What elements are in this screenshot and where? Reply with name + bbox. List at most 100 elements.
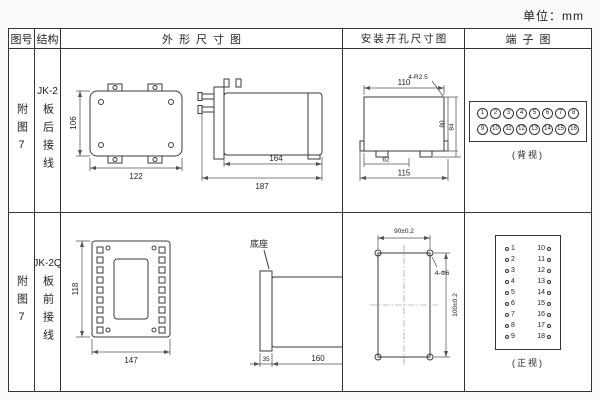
terminal-cell-jk2: 1 2 3 4 5 6 7 8 9 10 11 12 13 14 15: [465, 49, 591, 213]
dim-inner-width-label: 62: [382, 156, 390, 163]
terminal-pair: 7 16: [505, 310, 551, 319]
terminal-pair: 5 14: [505, 288, 551, 297]
terminal-box-rear: 1 2 3 4 5 6 7 8 9 10 11 12 13 14 15: [469, 100, 587, 142]
header-fig-no: 图号: [9, 29, 35, 49]
dim-body-depth-label: 160: [311, 354, 325, 363]
side-dimension-lines: [249, 353, 342, 367]
terminal-dot: [505, 301, 509, 306]
terminal-num: 6: [542, 107, 553, 119]
terminal-num: 1: [477, 107, 488, 119]
terminal-dot: [505, 312, 509, 317]
dim-width-label: 147: [124, 356, 138, 365]
terminal-num: 15: [537, 300, 545, 307]
terminal-num: 7: [511, 311, 515, 318]
terminal-num: 16: [568, 123, 579, 135]
side-dimension-lines: [201, 113, 322, 181]
terminal-num: 2: [511, 256, 515, 263]
terminal-dot: [505, 257, 509, 262]
terminal-dot: [505, 323, 509, 328]
terminal-dot: [547, 323, 551, 328]
header-cutout: 安装开孔尺寸图: [343, 29, 465, 49]
terminal-pair: 3 12: [505, 266, 551, 275]
dim-total-depth-label: 187: [255, 182, 269, 191]
terminal-dot: [505, 246, 509, 251]
front-view: [89, 83, 182, 163]
outline-drawing-jk2: 106 122: [69, 78, 322, 191]
side-view: [197, 78, 322, 159]
fig-no-jk2q: 附图7: [9, 213, 35, 391]
cutout-drawing-jk2: 110 4-R2.5 80 84 62 115: [359, 74, 461, 181]
terminal-box-front: 1 10 2 11 3 12 4 13 5 14: [495, 235, 561, 350]
terminal-num: 8: [511, 322, 515, 329]
terminal-dot: [505, 334, 509, 339]
terminal-num: 13: [537, 278, 545, 285]
dim-base-depth-label: 35: [262, 356, 270, 363]
structure-jk2q: JK-2Q 板前接线: [35, 213, 61, 391]
terminal-num: 9: [511, 333, 515, 340]
terminal-num: 3: [511, 267, 515, 274]
fig-no-label: 附图7: [15, 103, 28, 158]
fig-no-label: 附图7: [15, 274, 28, 330]
terminal-num: 1: [511, 245, 515, 252]
terminal-num: 11: [503, 123, 514, 135]
terminal-num: 6: [511, 300, 515, 307]
terminal-dot: [547, 334, 551, 339]
terminal-dot: [547, 246, 551, 251]
header-structure: 结构: [35, 29, 61, 49]
terminal-dot: [547, 268, 551, 273]
terminal-num: 10: [490, 123, 501, 135]
terminal-cell-jk2q: 1 10 2 11 3 12 4 13 5 14: [465, 213, 591, 391]
terminal-num: 18: [537, 333, 545, 340]
terminal-pair: 6 15: [505, 299, 551, 308]
terminal-dot: [547, 279, 551, 284]
terminal-num: 4: [511, 278, 515, 285]
terminal-pair: 9 18: [505, 332, 551, 341]
terminal-dot: [547, 312, 551, 317]
terminal-num: 17: [537, 322, 545, 329]
terminal-num: 15: [555, 123, 566, 135]
cutout-cell-jk2q: 90±0.2 4-Φ6 100±0.2: [343, 213, 465, 391]
terminal-num: 12: [516, 123, 527, 135]
terminal-dot: [547, 257, 551, 262]
base-label: 底座: [250, 238, 268, 249]
terminal-caption-front: (正视): [512, 357, 544, 368]
dim-inner-depth-label: 164: [269, 154, 283, 163]
terminal-num: 2: [490, 107, 501, 119]
terminal-dot: [505, 279, 509, 284]
structure-jk2: JK-2 板后接线: [35, 49, 61, 213]
terminal-dot: [547, 290, 551, 295]
cutout-shape: [359, 96, 448, 157]
dim-height-label: 106: [69, 115, 78, 129]
terminal-pair: 8 17: [505, 321, 551, 330]
drawing-table: 图号 结构 外形尺寸图 安装开孔尺寸图 端子图 附图7 JK-2 板后接线: [8, 28, 592, 392]
model-label: JK-2: [37, 86, 58, 97]
dim-total-width-label: 115: [397, 168, 410, 177]
dim-height-label: 118: [71, 282, 80, 295]
terminal-caption-rear: (背视): [512, 149, 544, 160]
terminal-num: 5: [511, 289, 515, 296]
terminal-dot: [505, 268, 509, 273]
cutout-dimension-lines: [377, 235, 450, 358]
corner-radius-note: 4-R2.5: [408, 74, 428, 81]
header-outline: 外形尺寸图: [61, 29, 343, 49]
terminal-dot: [505, 290, 509, 295]
terminal-dot: [547, 301, 551, 306]
terminal-num: 13: [529, 123, 540, 135]
centerlines: [369, 245, 438, 365]
outline-cell-jk2: 106 122: [61, 49, 343, 213]
dim-top-width-label: 110: [397, 78, 410, 87]
wiring-label: 板前接线: [41, 274, 54, 347]
front-dimension-lines: [75, 90, 182, 171]
terminal-row-bottom: 9 10 11 12 13 14 15 16: [477, 123, 579, 135]
cutout-drawing-jk2q: 90±0.2 4-Φ6 100±0.2: [369, 228, 459, 365]
side-view: [259, 249, 342, 352]
dim-inner-height-label: 80: [439, 120, 446, 128]
wiring-label: 板后接线: [41, 103, 54, 175]
fig-no-jk2: 附图7: [9, 49, 35, 213]
dim-hole-span-w-label: 90±0.2: [394, 228, 414, 235]
terminal-num: 14: [537, 289, 545, 296]
terminal-num: 16: [537, 311, 545, 318]
terminal-num: 10: [537, 245, 545, 252]
hole-note: 4-Φ6: [434, 270, 449, 277]
